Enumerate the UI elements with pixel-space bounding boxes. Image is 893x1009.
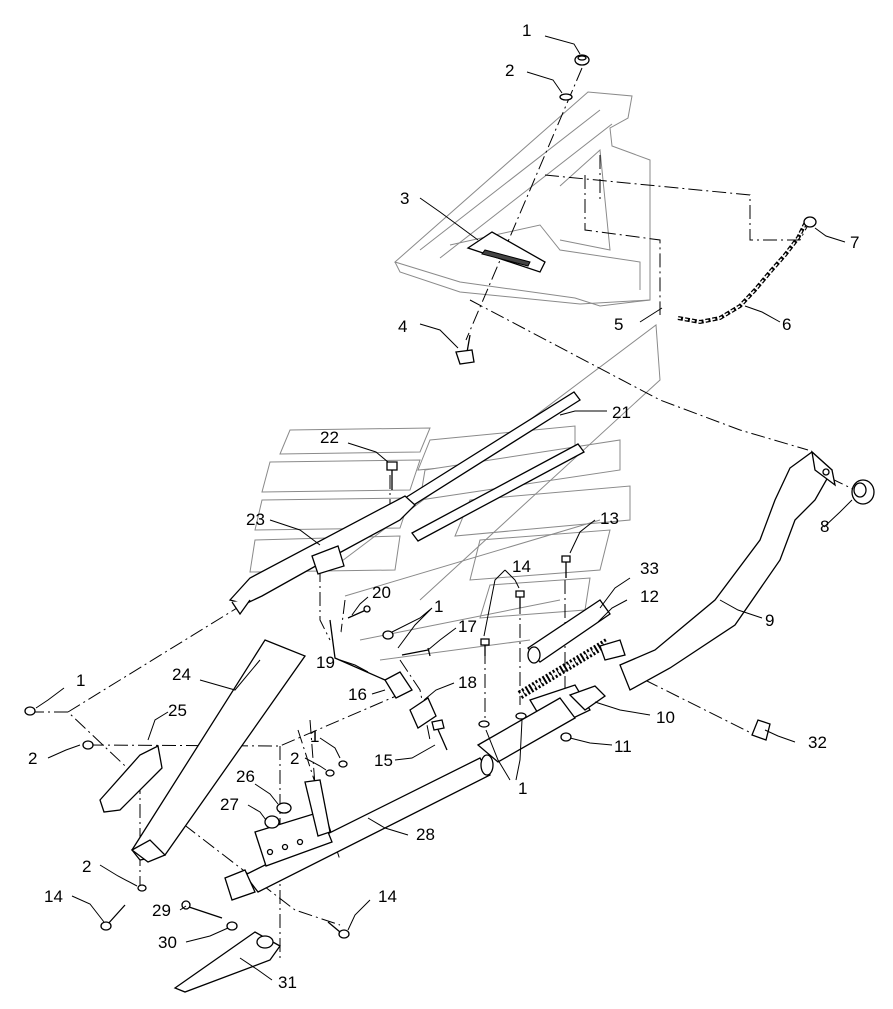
part-1-washers-mid — [478, 712, 527, 728]
callout-10: 10 — [656, 708, 675, 727]
callout-31: 31 — [278, 973, 297, 992]
leader-lines — [35, 35, 853, 981]
callout-1: 1 — [310, 727, 319, 746]
part-7-ring — [803, 216, 817, 228]
callout-15: 15 — [374, 751, 393, 770]
part-11-nut — [560, 732, 572, 742]
part-8-cap — [851, 479, 875, 505]
callout-16: 16 — [348, 685, 367, 704]
part-6-chain — [677, 221, 808, 325]
callout-2: 2 — [82, 857, 91, 876]
part-33-sleeve — [527, 599, 611, 664]
callout-13: 13 — [600, 509, 619, 528]
callout-1: 1 — [522, 21, 531, 40]
part-22-bolt — [386, 461, 398, 490]
callout-1: 1 — [76, 671, 85, 690]
part-2-washers-lower — [82, 740, 335, 892]
callout-21: 21 — [612, 403, 631, 422]
part-13-bolt — [561, 555, 571, 578]
part-29-bolt — [181, 900, 223, 919]
part-15-bolt — [431, 719, 448, 751]
callout-27: 27 — [220, 795, 239, 814]
part-12-spring — [517, 638, 626, 699]
part-18-clamp — [409, 697, 437, 729]
part-1-nut-top — [574, 54, 590, 66]
callout-19: 19 — [316, 653, 335, 672]
part-16-clamp — [384, 671, 413, 699]
callout-3: 3 — [400, 189, 409, 208]
part-1-nut-mid — [382, 630, 394, 640]
callout-2: 2 — [505, 61, 514, 80]
callout-4: 4 — [398, 317, 407, 336]
part-25-shoe — [99, 745, 163, 813]
callout-1: 1 — [434, 597, 443, 616]
callout-9: 9 — [765, 611, 774, 630]
part-14-bolts-mid — [480, 590, 525, 656]
callout-28: 28 — [416, 825, 435, 844]
callout-23: 23 — [246, 510, 265, 529]
callout-12: 12 — [640, 587, 659, 606]
part-26-spacer — [276, 802, 292, 814]
callout-17: 17 — [458, 617, 477, 636]
callout-1: 1 — [518, 779, 527, 798]
part-2-washer-top — [559, 93, 573, 101]
callout-8: 8 — [820, 517, 829, 536]
callout-30: 30 — [158, 933, 177, 952]
callout-20: 20 — [372, 583, 391, 602]
part-20-bolt — [347, 605, 371, 619]
part-4-bolt — [455, 334, 475, 365]
callout-labels: 1 2 3 4 5 6 7 8 9 10 11 12 13 14 1 33 17… — [28, 21, 859, 992]
callout-22: 22 — [320, 428, 339, 447]
callout-33: 33 — [640, 559, 659, 578]
callout-18: 18 — [458, 673, 477, 692]
callout-25: 25 — [168, 701, 187, 720]
part-32-clip — [751, 719, 771, 741]
callout-29: 29 — [152, 901, 171, 920]
part-3-knife-section — [466, 231, 546, 273]
callout-14: 14 — [512, 557, 531, 576]
part-30-nut — [226, 921, 238, 931]
part-14-bolts-lower — [100, 904, 350, 939]
callout-11: 11 — [614, 737, 632, 756]
part-28-rod — [224, 697, 576, 901]
ghost-frame-outline — [249, 91, 661, 661]
callout-2: 2 — [28, 749, 37, 768]
part-9-curved-arm — [619, 450, 836, 691]
part-23-bracket — [228, 495, 416, 616]
part-31-point — [173, 931, 281, 993]
assembly-dash-lines — [30, 67, 856, 960]
callout-5: 5 — [614, 315, 623, 334]
callout-14: 14 — [378, 887, 397, 906]
part-19-rod — [329, 619, 386, 681]
callout-14: 14 — [44, 887, 63, 906]
part-27-spacer — [264, 815, 280, 829]
callout-24: 24 — [172, 665, 191, 684]
part-24-divider — [130, 639, 307, 863]
callout-32: 32 — [808, 733, 827, 752]
part-1-nuts-lower — [24, 706, 348, 768]
callout-2: 2 — [290, 749, 299, 768]
callout-26: 26 — [236, 767, 255, 786]
callout-6: 6 — [782, 315, 791, 334]
callout-7: 7 — [850, 233, 859, 252]
